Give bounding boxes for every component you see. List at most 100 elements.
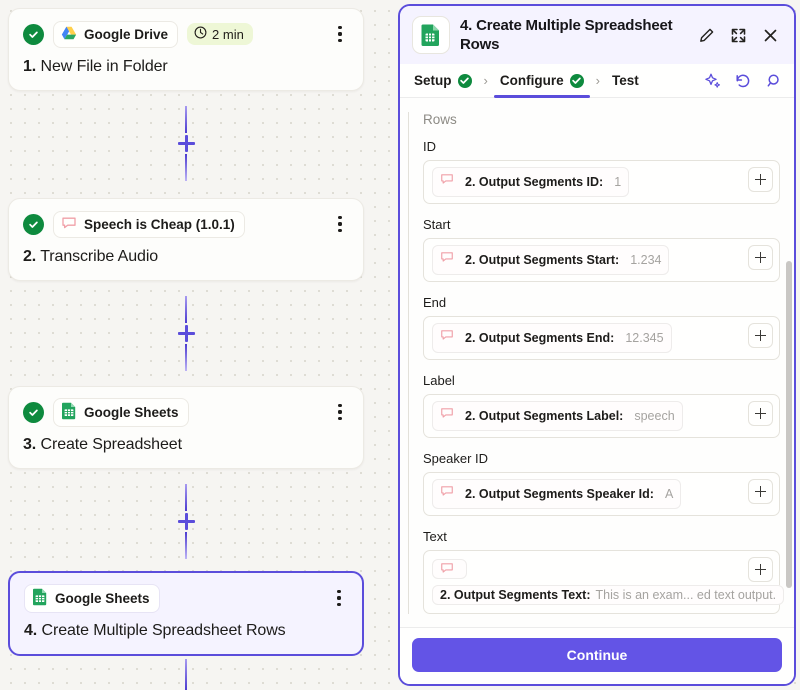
- node-app-chip[interactable]: Speech is Cheap (1.0.1): [53, 210, 245, 238]
- google-drive-icon: [61, 26, 77, 39]
- field-label: Label: [423, 373, 455, 388]
- node-app-label: Google Drive: [84, 26, 169, 42]
- tab-status-check-icon: [457, 73, 472, 88]
- node-status-check-icon: [23, 23, 44, 45]
- token-value: This is an exam... ed text output.: [595, 588, 777, 602]
- token-area[interactable]: 2. Output Segments End:12.345: [432, 323, 742, 353]
- node-app-chip[interactable]: Google Sheets: [53, 397, 189, 427]
- field-input[interactable]: 2. Output Segments Speaker Id:A: [423, 472, 780, 516]
- connector-tail: [0, 659, 396, 690]
- clock-icon: [194, 26, 207, 42]
- clock-icon: [194, 26, 207, 39]
- field-input[interactable]: 2. Output Segments End:12.345: [423, 316, 780, 360]
- ai-sparkle-icon[interactable]: [703, 71, 722, 90]
- workflow-node-1[interactable]: Google Drive 2 min 1. New File in Folder: [8, 8, 364, 91]
- connector-1: [0, 106, 396, 181]
- tab-test[interactable]: Test: [610, 64, 641, 98]
- data-token[interactable]: 2. Output Segments ID:1: [432, 167, 630, 197]
- node-app-label: Google Sheets: [84, 404, 179, 420]
- panel-title: 4. Create Multiple Spreadsheet Rows: [460, 16, 687, 54]
- tab-setup[interactable]: Setup: [412, 64, 474, 98]
- data-token[interactable]: 2. Output Segments Text:This is an exam.…: [432, 559, 785, 605]
- node-duration-label: 2 min: [212, 26, 244, 42]
- node-title-text: Create Multiple Spreadsheet Rows: [41, 622, 286, 639]
- close-icon[interactable]: [761, 26, 780, 45]
- add-field-value-button[interactable]: [748, 245, 773, 270]
- tab-configure[interactable]: Configure: [493, 64, 590, 98]
- field-label: Start: [423, 217, 451, 232]
- token-label: 2. Output Segments Speaker Id:: [465, 487, 654, 501]
- refresh-icon: [735, 74, 749, 87]
- workflow-node-4[interactable]: Google Sheets 4. Create Multiple Spreadsh…: [8, 571, 364, 656]
- token-area[interactable]: 2. Output Segments Speaker Id:A: [432, 479, 742, 509]
- data-token[interactable]: 2. Output Segments End:12.345: [432, 323, 672, 353]
- node-title: 4. Create Multiple Spreadsheet Rows: [24, 622, 348, 640]
- add-field-value-button[interactable]: [748, 479, 773, 504]
- node-title: 2. Transcribe Audio: [23, 248, 349, 266]
- node-menu-button[interactable]: [331, 402, 349, 422]
- token-area[interactable]: 2. Output Segments Text:This is an exam.…: [432, 557, 785, 607]
- connector-line-bottom: [185, 154, 188, 181]
- connector-2: [0, 296, 396, 371]
- continue-button[interactable]: Continue: [412, 638, 782, 672]
- tab-separator-chevron-icon: ›: [595, 73, 600, 88]
- tab-separator-chevron-icon: ›: [483, 73, 488, 88]
- connector-line-bottom: [185, 344, 188, 371]
- speech-bubble-icon: [440, 559, 454, 583]
- token-label: 2. Output Segments Label:: [465, 409, 624, 423]
- add-step-plus-icon[interactable]: [177, 134, 196, 153]
- token-area[interactable]: 2. Output Segments Start:1.234: [432, 245, 742, 275]
- speech-bubble-icon: [440, 170, 454, 194]
- speech-bubble-icon: [441, 563, 453, 573]
- node-menu-button[interactable]: [331, 24, 349, 44]
- speech-bubble-icon: [440, 248, 454, 272]
- token-area[interactable]: 2. Output Segments Label:speech: [432, 401, 742, 431]
- node-app-chip[interactable]: Google Drive: [53, 20, 179, 48]
- field-input[interactable]: 2. Output Segments Start:1.234: [423, 238, 780, 282]
- add-field-value-button[interactable]: [748, 167, 773, 192]
- data-token[interactable]: 2. Output Segments Speaker Id:A: [432, 479, 682, 509]
- speech-bubble-icon: [441, 252, 453, 262]
- check-circle-icon: [460, 77, 469, 84]
- search-icon[interactable]: [763, 71, 782, 90]
- google-sheets-icon: [32, 588, 48, 609]
- node-step-number: 4.: [24, 622, 38, 639]
- google-sheets-icon: [62, 402, 76, 419]
- add-field-value-button[interactable]: [748, 323, 773, 348]
- field-label: ID: [423, 139, 436, 154]
- add-step-plus-icon[interactable]: [177, 512, 196, 531]
- workflow-node-2[interactable]: Speech is Cheap (1.0.1) 2. Transcribe Aud…: [8, 198, 364, 281]
- panel-header: 4. Create Multiple Spreadsheet Rows: [400, 6, 794, 64]
- connector-3: [0, 484, 396, 559]
- panel-step-number: 4.: [460, 17, 473, 34]
- data-token[interactable]: 2. Output Segments Label:speech: [432, 401, 683, 431]
- panel-tabs[interactable]: Setup › Configure › Test: [400, 64, 794, 98]
- field-input[interactable]: 2. Output Segments Label:speech: [423, 394, 780, 438]
- tab-status-check-icon: [569, 73, 584, 88]
- node-menu-button[interactable]: [330, 588, 348, 608]
- field-input[interactable]: 2. Output Segments ID:1: [423, 160, 780, 204]
- node-menu-button[interactable]: [331, 214, 349, 234]
- speech-bubble-icon: [62, 217, 76, 228]
- check-circle-icon: [29, 31, 38, 38]
- add-field-value-button[interactable]: [748, 557, 773, 582]
- expand-icon[interactable]: [729, 26, 748, 45]
- field-input[interactable]: 2. Output Segments Text:This is an exam.…: [423, 550, 785, 614]
- pencil-icon[interactable]: [697, 26, 716, 45]
- refresh-icon[interactable]: [733, 71, 752, 90]
- add-step-plus-icon[interactable]: [177, 324, 196, 343]
- node-title: 1. New File in Folder: [23, 58, 349, 76]
- token-area[interactable]: 2. Output Segments ID:1: [432, 167, 742, 197]
- data-token[interactable]: 2. Output Segments Start:1.234: [432, 245, 670, 275]
- google-sheets-icon: [61, 402, 77, 423]
- node-app-label: Speech is Cheap (1.0.1): [84, 216, 235, 232]
- token-label: 2. Output Segments End:: [465, 331, 615, 345]
- vertical-scrollbar[interactable]: [786, 261, 792, 588]
- speech-bubble-icon: [440, 326, 454, 350]
- node-app-chip[interactable]: Google Sheets: [24, 583, 160, 613]
- add-field-value-button[interactable]: [748, 401, 773, 426]
